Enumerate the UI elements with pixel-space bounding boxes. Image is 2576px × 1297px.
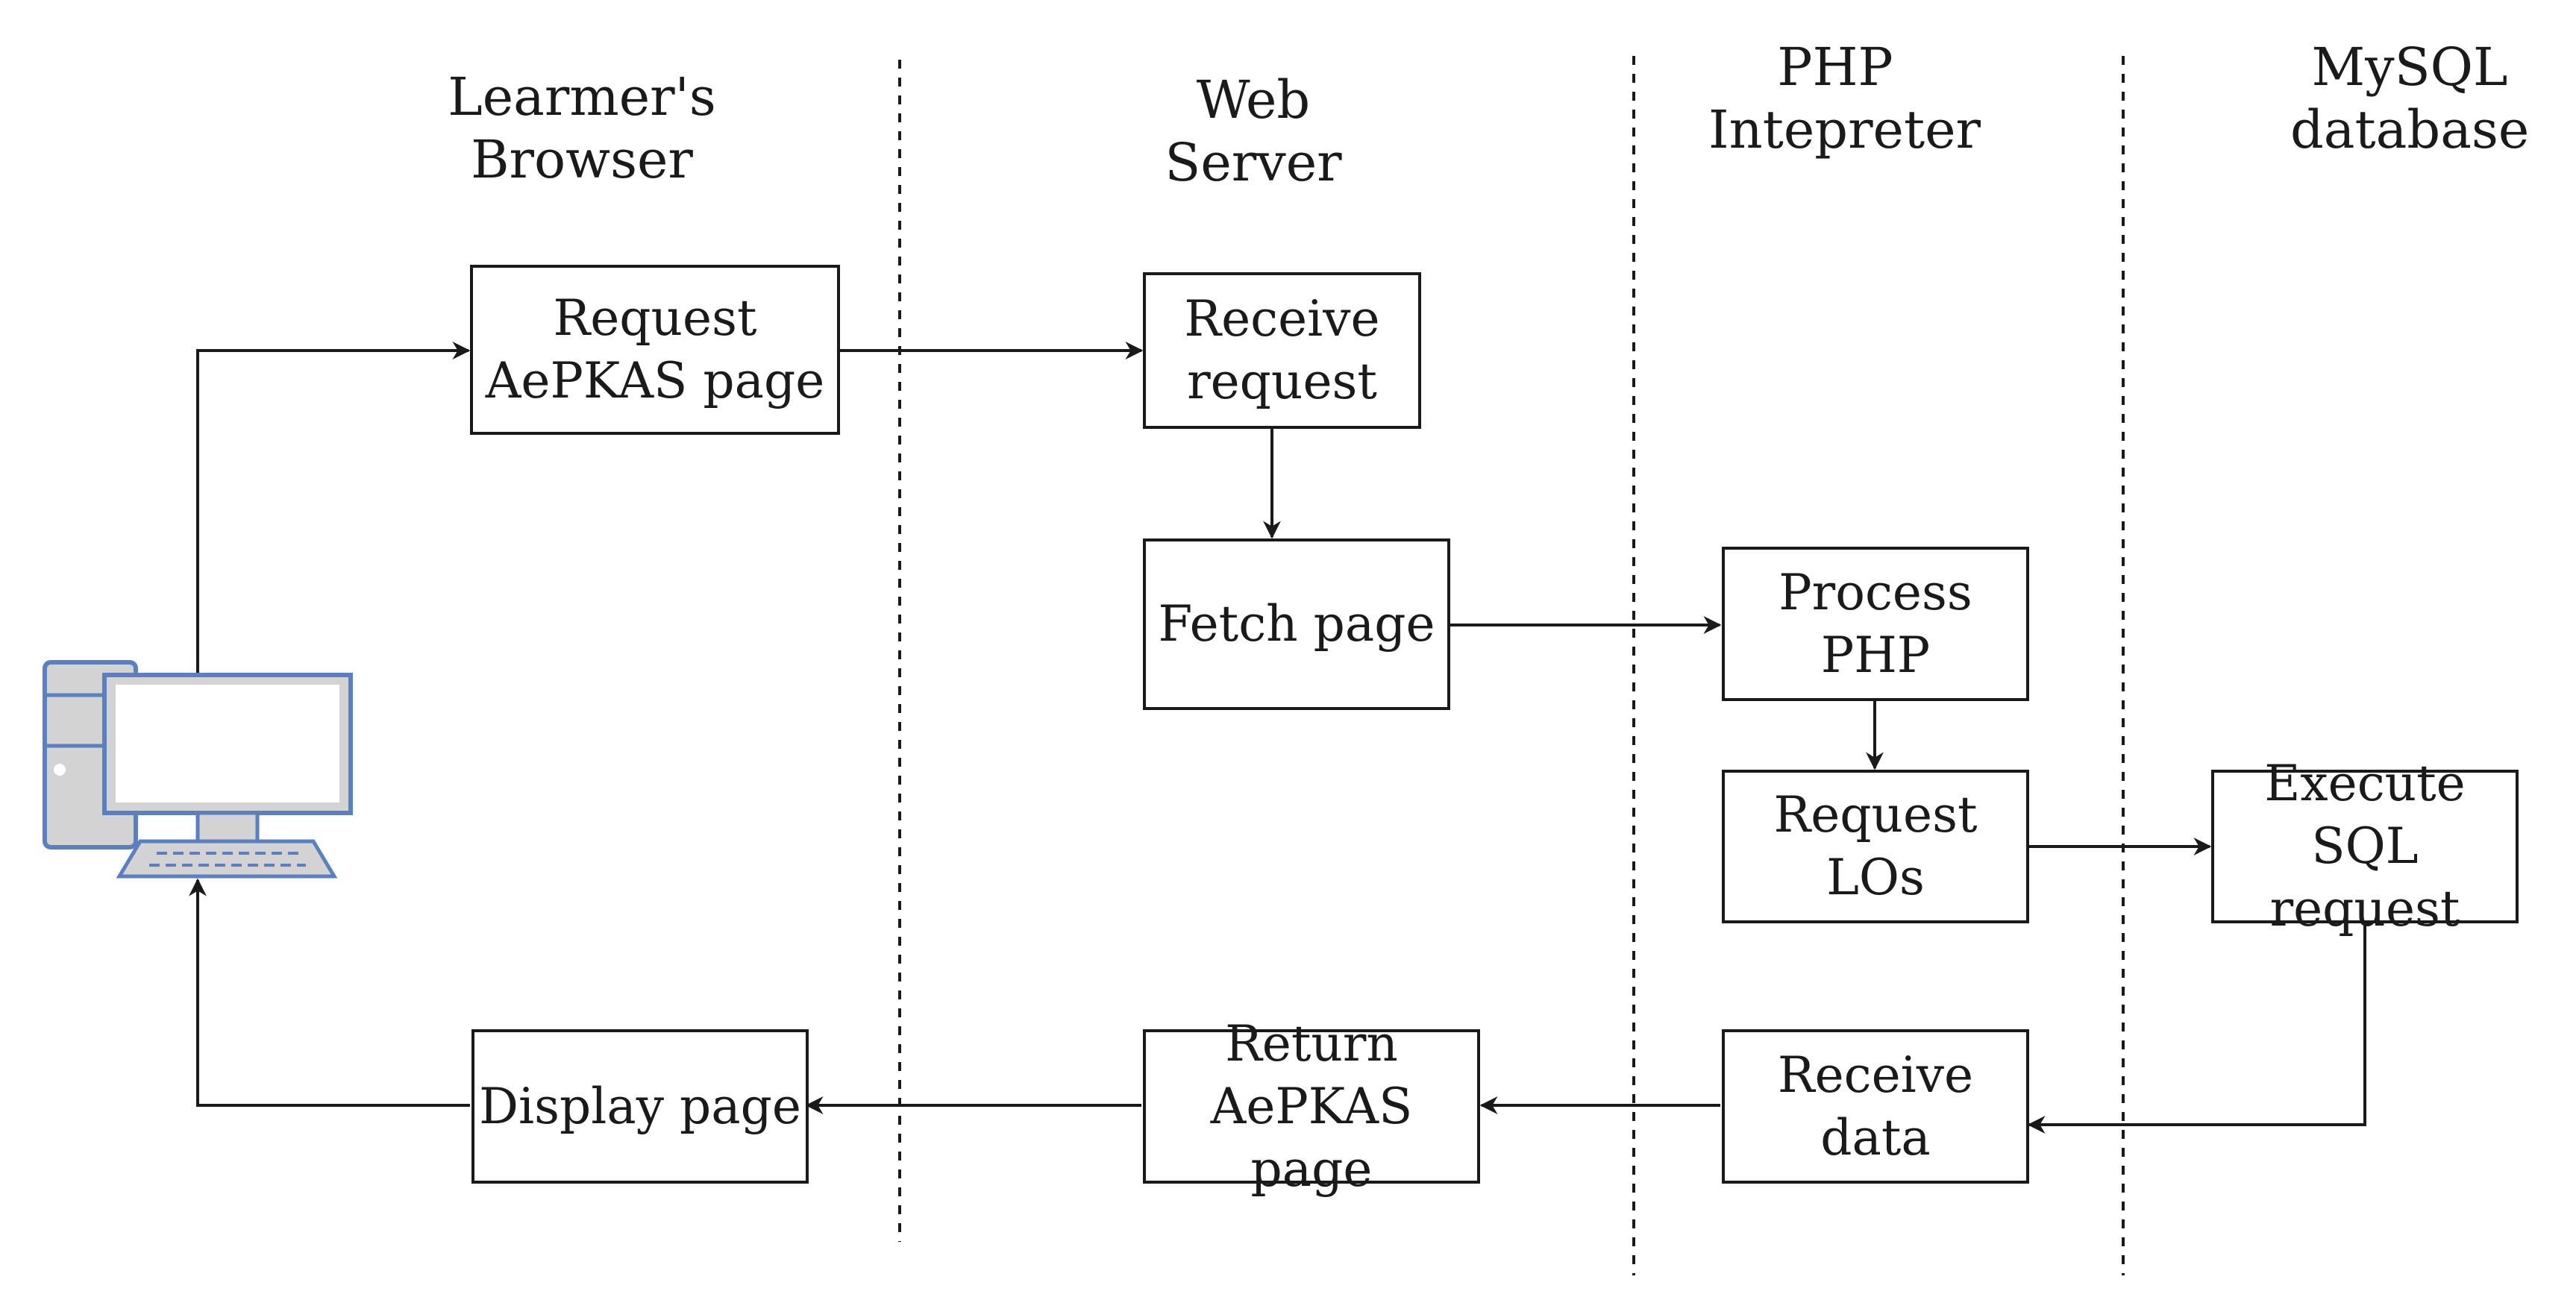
- node-process-php: Process PHP: [1722, 547, 2029, 701]
- node-fetch-page: Fetch page: [1143, 538, 1450, 710]
- arrow-execute-to-receive-data: [2027, 922, 2366, 1134]
- lane-title-mysql: MySQL database: [2290, 37, 2530, 160]
- lane-title-browser: Learmer's Browser: [448, 66, 716, 190]
- node-execute-sql: Execute SQL request: [2211, 755, 2519, 938]
- node-receive-data: Receive data: [1722, 1029, 2029, 1184]
- lane-title-web-server: Web Server: [1165, 69, 1342, 193]
- node-request-page: Request AePKAS page: [470, 265, 840, 435]
- node-return-page: Return AePKAS page: [1143, 1015, 1480, 1198]
- lane-title-php: PHP Intepreter: [1708, 37, 1981, 160]
- node-receive-request: Receive request: [1143, 272, 1421, 429]
- desktop-computer-icon: [43, 660, 353, 879]
- arrow-computer-to-request: [196, 342, 471, 675]
- node-request-los: Request LOs: [1722, 770, 2029, 923]
- node-display-page: Display page: [471, 1029, 809, 1184]
- arrow-display-to-computer: [189, 878, 470, 1107]
